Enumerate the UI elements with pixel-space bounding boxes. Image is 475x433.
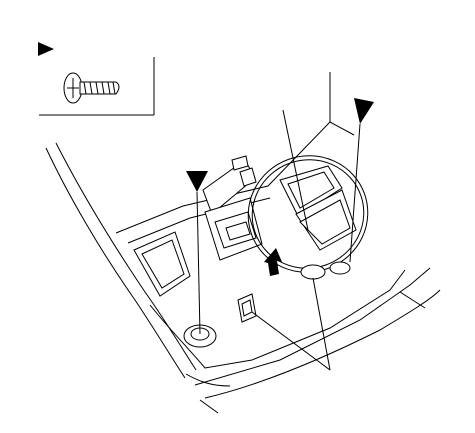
harness-clip bbox=[300, 261, 351, 280]
callout-marker-1 bbox=[186, 171, 208, 335]
panel-left-edge-inner bbox=[45, 147, 186, 379]
screw-boss bbox=[183, 324, 217, 348]
legend-box bbox=[38, 42, 155, 116]
panel-front-edge bbox=[194, 267, 431, 386]
panel-lip bbox=[185, 373, 231, 387]
leader-lines bbox=[199, 109, 426, 414]
phillips-screw-icon bbox=[63, 72, 120, 104]
console-panel bbox=[45, 72, 441, 399]
left-opening bbox=[133, 231, 191, 297]
panel-back-edge bbox=[115, 121, 355, 234]
wire-harness-loop bbox=[247, 155, 369, 273]
connector bbox=[237, 293, 257, 323]
callout-marker-2 bbox=[349, 98, 374, 263]
switch-bracket bbox=[202, 155, 263, 261]
legend-marker-icon bbox=[38, 42, 54, 56]
panel-left-edge-outer bbox=[55, 142, 197, 371]
panel-lower-rim bbox=[149, 269, 406, 369]
right-pocket bbox=[279, 165, 357, 251]
panel-bottom-trim bbox=[204, 289, 441, 399]
push-direction-arrow bbox=[264, 248, 282, 276]
